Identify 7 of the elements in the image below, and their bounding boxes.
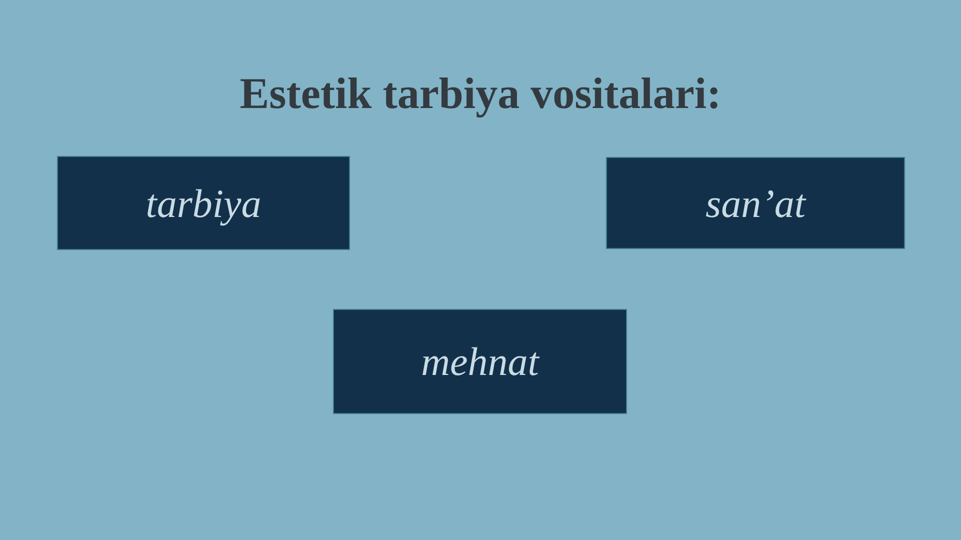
- slide-title: Estetik tarbiya vositalari:: [238, 68, 722, 119]
- term-text: mehnat: [421, 338, 539, 385]
- term-box: [606, 157, 905, 249]
- term-text: san’at: [706, 180, 806, 226]
- term-box: [333, 309, 627, 414]
- term-text: tarbiya: [146, 180, 262, 226]
- term-box: [57, 156, 350, 250]
